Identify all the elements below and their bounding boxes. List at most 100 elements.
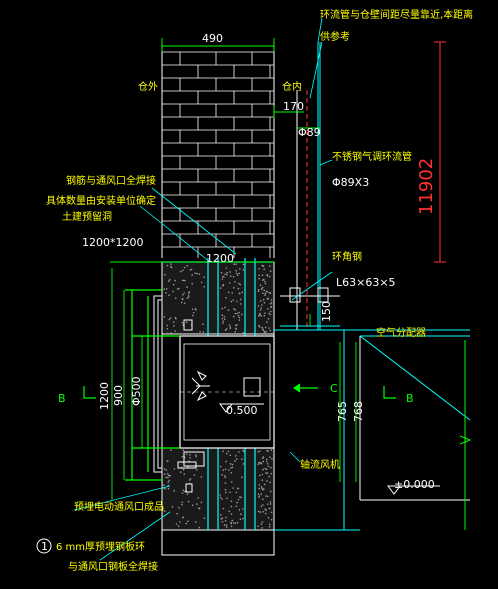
hatch-dot — [269, 501, 272, 503]
hatch-dot — [175, 523, 178, 525]
hatch-dot — [169, 317, 172, 319]
hatch-dot — [230, 467, 232, 469]
hatch-dot — [258, 324, 260, 327]
hatch-dot — [260, 315, 263, 317]
hatch-dot — [235, 458, 238, 460]
hatch-dot — [232, 299, 235, 301]
hatch-dot — [257, 493, 260, 495]
hatch-dot — [237, 287, 240, 290]
hatch-dot — [242, 269, 245, 271]
hatch-dot — [166, 324, 169, 327]
elevation-markers — [219, 403, 440, 495]
hatch-dot — [270, 299, 273, 301]
hatch-dot — [258, 274, 261, 277]
hatch-dot — [179, 521, 181, 523]
hatch-dot — [228, 510, 230, 513]
hatch-dot — [265, 468, 268, 471]
dim-wall-width: 490 — [202, 32, 223, 45]
hatch-dot — [176, 512, 178, 515]
hatch-dot — [182, 468, 185, 471]
hatch-dot — [230, 472, 233, 474]
hatch-dot — [258, 484, 261, 486]
hatch-dot — [236, 324, 238, 326]
hatch-dot — [182, 489, 185, 492]
hatch-dot — [177, 525, 180, 527]
hatch-dot — [196, 272, 198, 275]
hatch-dot — [185, 522, 187, 525]
hatch-dot — [169, 474, 171, 477]
hatch-dot — [203, 517, 206, 519]
hatch-dot — [263, 314, 266, 317]
hatch-dot — [195, 455, 197, 458]
hatch-dot — [170, 332, 172, 334]
hatch-dot — [222, 507, 225, 510]
hatch-dot — [163, 316, 166, 318]
hatch-dot — [234, 522, 237, 525]
label-size-note-1: 具体数量由安装单位确定 — [46, 194, 156, 207]
hatch-dot — [262, 279, 264, 282]
hatch-dot — [173, 468, 176, 470]
hatch-dot — [225, 516, 227, 519]
dim-inner-offset: 170 — [283, 100, 304, 113]
hatch-dot — [168, 280, 170, 282]
hatch-dot — [269, 490, 272, 493]
axial-fan-assembly — [179, 335, 275, 449]
hatch-dot — [219, 465, 222, 468]
hatch-dot — [258, 277, 261, 280]
hatch-dot — [265, 458, 268, 461]
hatch-dot — [265, 472, 267, 474]
hatch-dot — [259, 309, 262, 311]
hatch-dot — [224, 306, 226, 309]
hatch-dot — [173, 325, 175, 327]
hatch-dot — [264, 508, 266, 511]
hatch-dot — [223, 316, 226, 318]
hatch-dot — [235, 505, 238, 508]
hatch-dot — [173, 489, 175, 492]
hatch-dot — [167, 487, 170, 490]
hatch-dot — [170, 449, 172, 452]
hatch-dot — [267, 450, 269, 452]
hatch-dot — [225, 524, 228, 526]
hatch-dot — [258, 496, 260, 498]
hatch-dot — [260, 462, 263, 464]
dimension-lines — [110, 38, 357, 500]
hatch-dot — [266, 463, 269, 465]
hatch-dot — [257, 463, 260, 466]
hatch-dot — [164, 274, 166, 276]
hatch-dot — [242, 508, 244, 510]
hatch-dot — [241, 291, 243, 294]
hatch-dot — [268, 292, 271, 294]
hatch-dot — [233, 287, 235, 289]
hatch-dot — [168, 479, 170, 482]
hatch-dot — [241, 313, 243, 316]
hatch-dot — [221, 278, 224, 280]
section-c: C — [330, 382, 338, 395]
hatch-dot — [189, 269, 191, 271]
hatch-dot — [223, 524, 226, 526]
hatch-dot — [165, 292, 167, 294]
hatch-dot — [166, 328, 169, 330]
hatch-dot — [263, 330, 266, 333]
hatch-dot — [182, 449, 185, 452]
hatch-dot — [264, 467, 267, 470]
hatch-dot — [266, 495, 269, 498]
hatch-dot — [235, 328, 237, 330]
hatch-dot — [238, 509, 241, 511]
hatch-dot — [238, 272, 240, 275]
hatch-dot — [265, 330, 268, 333]
hatch-dot — [186, 286, 188, 288]
hatch-dot — [172, 290, 174, 293]
hatch-dot — [164, 488, 166, 490]
electric-vent-port — [153, 295, 205, 493]
hatch-dot — [262, 298, 265, 301]
hatch-dot — [233, 315, 235, 318]
hatch-dot — [269, 481, 271, 484]
hatch-dot — [224, 482, 227, 485]
hatch-dot — [257, 525, 259, 528]
floor-line — [359, 336, 470, 501]
hatch-dot — [221, 317, 224, 320]
hatch-dot — [242, 517, 244, 520]
hatch-dot — [180, 301, 183, 304]
hatch-dot — [262, 498, 264, 501]
